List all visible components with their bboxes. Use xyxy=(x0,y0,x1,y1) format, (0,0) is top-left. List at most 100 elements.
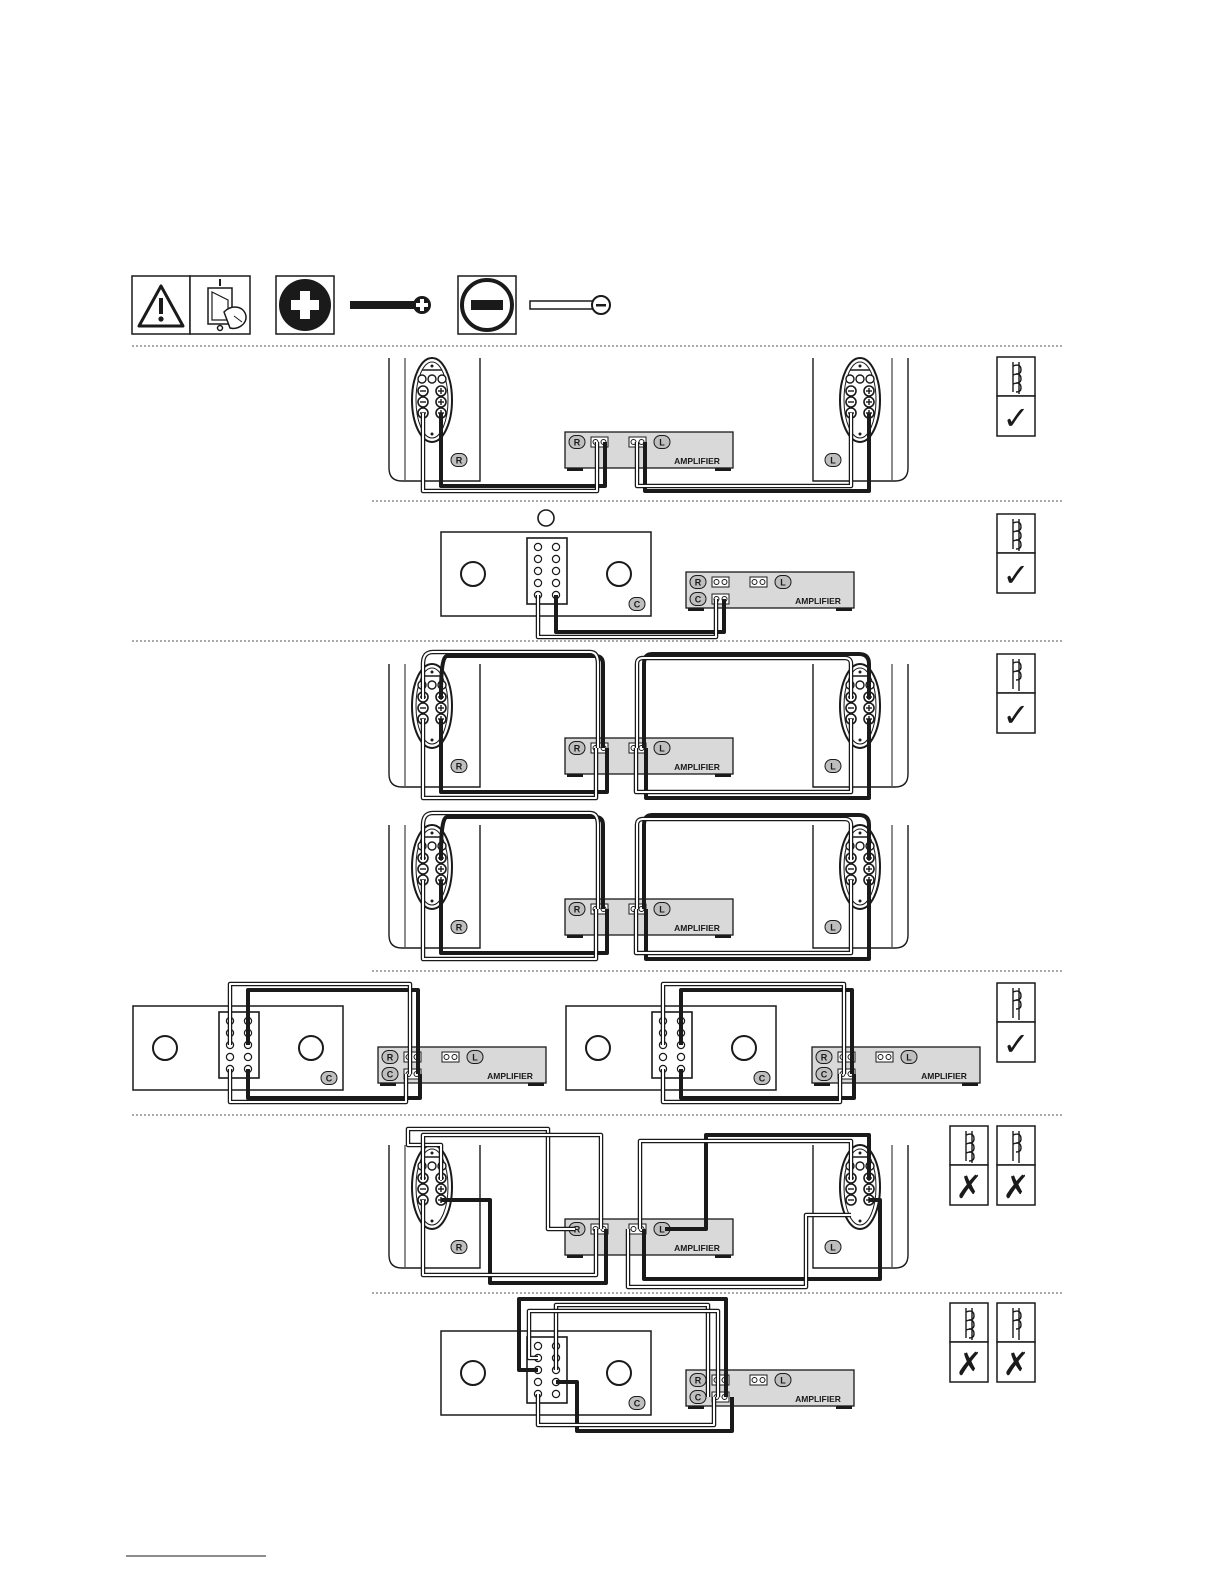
negative-terminal xyxy=(846,703,856,713)
negative-terminal xyxy=(418,1184,428,1194)
negative-wire-icon xyxy=(530,296,610,314)
amplifier-label: AMPLIFIER xyxy=(921,1071,967,1081)
warning-triangle-icon xyxy=(132,276,190,334)
diagram-center-single-wire: CRLCAMPLIFIER xyxy=(441,532,854,637)
positive-terminal xyxy=(436,397,446,407)
channel-badge-C: C xyxy=(629,598,645,611)
badge-label: R xyxy=(574,744,581,754)
channel-badge-R: R xyxy=(569,903,585,916)
positive-terminal xyxy=(864,397,874,407)
diagram-stereo-single-wire: R L R L AMPLIFIER xyxy=(389,358,908,491)
amplifier-label: AMPLIFIER xyxy=(674,762,720,772)
badge-label: C xyxy=(634,600,641,610)
badge-label: R xyxy=(456,923,463,933)
cross-mark-icon: ✗ xyxy=(1003,1169,1030,1205)
positive-terminal xyxy=(864,864,874,874)
badge-label: L xyxy=(780,1376,786,1386)
verdict-stereo-wrong-single: ✗ xyxy=(997,1126,1035,1205)
positive-wire xyxy=(441,817,603,909)
positive-terminal xyxy=(436,386,446,396)
badge-label: R xyxy=(456,456,463,466)
badge-label: L xyxy=(830,1243,836,1253)
amplifier: RLCAMPLIFIER xyxy=(686,1370,854,1409)
terminal-plate xyxy=(840,825,880,909)
diagram-center-wrong-wire: CRLCAMPLIFIER xyxy=(441,1299,854,1431)
amplifier: R L C AMPLIFIER xyxy=(686,572,854,611)
channel-badge-L: L xyxy=(825,1241,841,1254)
channel-badge-L: L xyxy=(654,903,670,916)
amplifier-label: AMPLIFIER xyxy=(674,456,720,466)
badge-label: C xyxy=(326,1074,333,1084)
badge-label: R xyxy=(456,762,463,772)
check-mark-icon: ✓ xyxy=(1003,697,1030,733)
negative-terminal xyxy=(846,864,856,874)
badge-label: R xyxy=(574,438,581,448)
channel-badge-L: L xyxy=(825,760,841,773)
channel-badge-C: C xyxy=(629,1397,645,1410)
power-switch-off-icon xyxy=(190,276,250,334)
negative-terminal xyxy=(418,397,428,407)
verdict-center-single-wire: ✓ xyxy=(997,514,1035,593)
plus-circle-icon xyxy=(276,276,334,334)
channel-badge-C: C xyxy=(690,593,706,606)
minus-circle-icon xyxy=(458,276,516,334)
channel-badge-L: L xyxy=(467,1051,483,1064)
badge-label: C xyxy=(821,1070,828,1080)
positive-wire xyxy=(644,815,869,909)
badge-label: L xyxy=(659,905,665,915)
amplifier-label: AMPLIFIER xyxy=(674,1243,720,1253)
terminal-plate xyxy=(412,825,452,909)
channel-badge-R: R xyxy=(451,454,467,467)
badge-label: L xyxy=(906,1053,912,1063)
channel-badge-R: R xyxy=(451,921,467,934)
channel-badge-C: C xyxy=(816,1068,832,1081)
badge-label: L xyxy=(780,578,786,588)
terminal-plate xyxy=(412,358,452,442)
badge-label: R xyxy=(695,1376,702,1386)
negative-terminal xyxy=(418,864,428,874)
negative-wire xyxy=(637,819,851,909)
badge-label: R xyxy=(695,578,702,588)
amplifier: R L AMPLIFIER xyxy=(565,738,733,777)
verdict-center-wrong-triple: ✗ xyxy=(950,1303,988,1382)
badge-label: L xyxy=(659,438,665,448)
diagram-layer: RLRLAMPLIFIERCRLCAMPLIFIERRLRLAMPLIFIERR… xyxy=(133,357,1035,1431)
badge-label: L xyxy=(830,456,836,466)
positive-terminal xyxy=(864,386,874,396)
positive-terminal xyxy=(436,864,446,874)
terminal-plate xyxy=(840,358,880,442)
negative-terminal xyxy=(846,386,856,396)
channel-badge-R: R xyxy=(451,1241,467,1254)
positive-wire xyxy=(644,654,869,748)
channel-badge-L: L xyxy=(654,742,670,755)
amplifier: RLCAMPLIFIER xyxy=(812,1047,980,1086)
legend xyxy=(132,276,610,334)
badge-label: R xyxy=(456,1243,463,1253)
center-handle xyxy=(538,510,554,526)
terminal-plate xyxy=(219,1012,259,1078)
verdict-center-bi-wire: ✓ xyxy=(997,983,1035,1062)
positive-wire-icon xyxy=(350,296,431,314)
badge-label: C xyxy=(759,1074,766,1084)
channel-badge-C: C xyxy=(321,1072,337,1085)
negative-terminal xyxy=(846,1195,856,1205)
badge-label: C xyxy=(387,1070,394,1080)
channel-badge-L: L xyxy=(775,576,791,589)
terminal-plate xyxy=(412,664,452,748)
amplifier-label: AMPLIFIER xyxy=(795,596,841,606)
badge-label: L xyxy=(659,1225,665,1235)
negative-wire xyxy=(637,658,851,748)
amplifier: R L AMPLIFIER xyxy=(565,432,733,471)
check-mark-icon: ✓ xyxy=(1003,400,1030,436)
channel-badge-C: C xyxy=(690,1391,706,1404)
verdict-stereo-wrong-triple: ✗ xyxy=(950,1126,988,1205)
negative-terminal xyxy=(418,386,428,396)
cross-mark-icon: ✗ xyxy=(956,1346,983,1382)
negative-terminal xyxy=(418,703,428,713)
badge-label: R xyxy=(574,905,581,915)
